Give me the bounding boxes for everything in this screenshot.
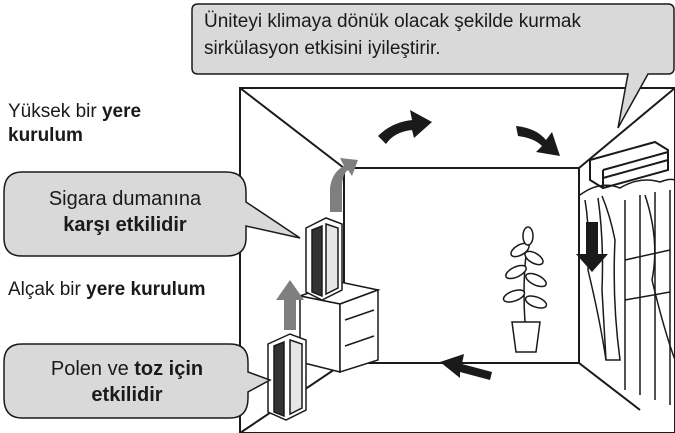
low-install-label: Alçak bir yere kurulum bbox=[8, 278, 205, 301]
smoke-line2: karşı etkilidir bbox=[63, 214, 187, 236]
high-install-label: Yüksek bir yere bbox=[8, 100, 141, 123]
plant-icon bbox=[502, 226, 548, 353]
airflow-circulation-arrows bbox=[378, 110, 608, 380]
arrow-top-right-icon bbox=[516, 126, 560, 156]
top-note-text: Üniteyi klimaya dönük olacak şekilde kur… bbox=[204, 8, 664, 62]
air-conditioner-icon bbox=[589, 140, 669, 190]
low-install-bold: yere kurulum bbox=[86, 279, 206, 300]
top-note-line2: sirkülasyon etkisini iyileştirir. bbox=[204, 38, 441, 59]
pollen-prefix: Polen ve bbox=[50, 358, 135, 380]
arrow-up-high-icon bbox=[330, 158, 358, 212]
low-install-prefix: Alçak bir bbox=[8, 279, 87, 300]
high-install-label-line2: kurulum bbox=[8, 124, 83, 147]
pollen-line1: Polen ve toz için bbox=[10, 356, 244, 382]
smoke-line1: Sigara dumanına bbox=[48, 188, 202, 210]
pollen-bold2: etkilidir bbox=[91, 384, 163, 406]
top-note-bubble bbox=[191, 3, 675, 129]
high-install-bold2: kurulum bbox=[8, 125, 83, 146]
window-curtains-icon bbox=[579, 178, 675, 405]
airflow-up-arrows bbox=[276, 158, 358, 330]
top-note-line1: Üniteyi klimaya dönük olacak şekilde kur… bbox=[204, 11, 581, 32]
smoke-bubble bbox=[3, 171, 301, 257]
arrow-down-right-icon bbox=[576, 222, 608, 272]
pollen-bubble-text: Polen ve toz için etkilidir bbox=[10, 356, 244, 408]
pollen-bubble bbox=[3, 343, 272, 419]
high-install-prefix: Yüksek bir bbox=[8, 101, 102, 122]
smoke-bubble-text: Sigara dumanına karşı etkilidir bbox=[10, 186, 240, 238]
pollen-bold1: toz için bbox=[134, 358, 204, 380]
purifier-low-icon bbox=[267, 333, 307, 421]
purifier-high-icon bbox=[305, 217, 343, 301]
arrow-top-left-icon bbox=[378, 110, 432, 144]
arrow-up-low-icon bbox=[276, 280, 304, 330]
high-install-bold1: yere bbox=[101, 101, 142, 122]
arrow-bottom-icon bbox=[440, 354, 492, 380]
